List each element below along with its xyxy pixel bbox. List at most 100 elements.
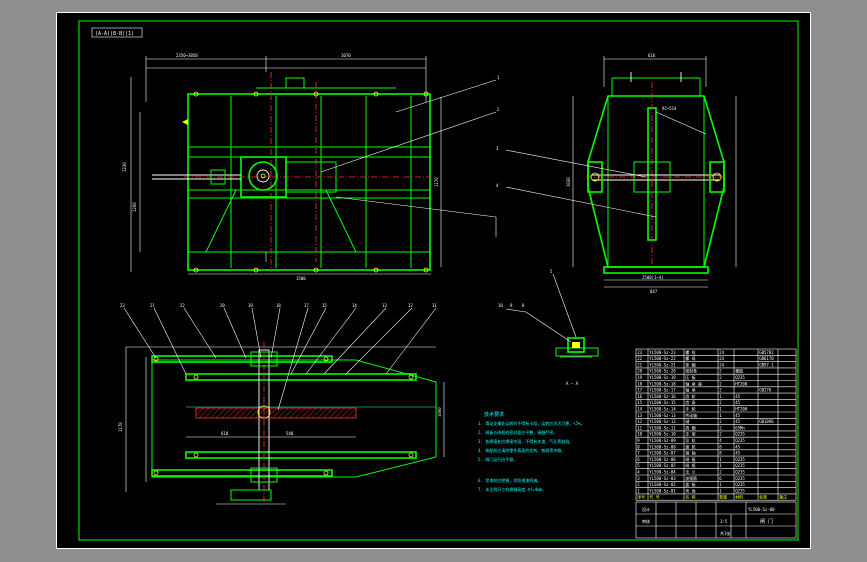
bom-cell: 1 [719,463,722,468]
bom-cell: Q235 [735,375,745,380]
bom-cell: YL500-Sz-08 [649,444,676,449]
bom-cell: 1 [719,407,722,412]
bom-cell: 滚 轮 [685,443,695,449]
top-dim-1: 2350~3050 [176,53,198,58]
bom-cell: 45 [735,413,740,418]
bom-cell: 2 [719,388,722,393]
leader-12: 12 [408,303,413,308]
bom-cell: Q235 [735,432,745,437]
bom-cell: 24 [719,362,724,367]
leader-11: 11 [432,303,437,308]
bom-cell: YL500-Sz-03 [649,476,676,481]
leader-22: 22 [180,303,185,308]
bom-cell: 13 [637,413,642,418]
bom-cell: YL500-Sz-21 [649,362,676,367]
title-review: 审核 [642,518,650,524]
bom-cell: 2 [719,400,722,405]
bom-header-cell: 数量 [719,494,727,500]
leader-23: 23 [120,303,125,308]
bom-cell: 5 [637,463,640,468]
bom-cell: HT200 [735,381,748,386]
bom-cell: 2 [719,470,722,475]
bom-cell: 15 [637,400,642,405]
bom-cell: YL500-Sz-16 [649,394,676,399]
bom-cell: 2 [637,482,640,487]
leader-17: 17 [304,303,309,308]
left-dim-1: 1230 [122,162,127,172]
bom-cell: Q235 [735,470,745,475]
right-dim-1: 1170 [434,177,439,187]
bom-cell: YL500-Sz-07 [649,451,676,456]
bom-header-cell: 名 称 [685,494,695,500]
bom-cell: YL500-Sz-09 [649,438,676,443]
side-top-dim: 616 [648,53,656,58]
bom-cell: 11 [637,425,642,430]
bom-cell: Q235 [735,457,745,462]
side-bottom-dim-1: 2500(1~4) [642,275,664,280]
leader-1: 1 [497,75,500,80]
front-view: 2350~3050 1070 1230 1200 1170 1500 [122,53,500,281]
detail-view: 5 A — A [525,269,599,386]
bom-cell: 6 [637,457,640,462]
bom-cell: 24 [719,350,724,355]
view-label-box [91,27,143,38]
bom-cell: 2 [719,381,722,386]
bom-cell: YL500-Sz-13 [649,413,676,418]
bom-cell: Q235 [735,476,745,481]
bom-cell: GB5782 [759,350,774,355]
bom-cell: 6 [719,476,722,481]
bom-cell: YL500-Sz-10 [649,432,676,437]
lower-dim-3: 540 [286,431,294,436]
bom-cell: GB97.1 [759,362,774,367]
bom-cell: 3 [637,476,640,481]
view-label: (A-A)(B-B)(1) [95,31,134,37]
bom-cell: 23 [637,350,642,355]
bom-cell: 盖 板 [685,481,695,487]
bom-cell: GB276 [759,388,772,393]
left-dim-2: 1200 [132,202,137,212]
bom-cell: YL500-Sz-06 [649,457,676,462]
bom-cell: 24 [719,356,724,361]
side-bottom-dim-2: 847 [650,289,658,294]
bottom-dim: 1500 [296,276,306,281]
bom-cell: 1 [719,394,722,399]
bom-header-cell: 材料 [735,494,743,500]
bom-cell: 17 [637,388,642,393]
bom-cell: 65Mn [735,425,745,430]
title-scale: 1:5 [720,519,728,524]
bom-header-cell: 代 号 [649,494,659,500]
leader-3: 3 [496,146,499,151]
bom-cell: 支 架 [685,431,695,437]
bom-cell: GB1096 [759,419,774,424]
bom-cell: YL500-Sz-04 [649,470,676,475]
bom-cell: 45 [735,451,740,456]
leader-13: 13 [382,303,387,308]
bom-cell: YL500-Sz-22 [649,356,676,361]
bom-cell: 8 [637,444,640,449]
bom-cell: 10 [637,432,642,437]
bom-cell: 橡胶 [735,368,743,374]
bom-cell: 手 轮 [685,406,695,412]
bom-cell: YL500-Sz-18 [649,381,676,386]
bom-cell: Q235 [735,488,745,493]
bom-cell: YL500-Sz-05 [649,463,676,468]
cad-drawing: .g { stroke:#00ff00; fill:none; stroke-w… [56,12,811,549]
lower-dim-1: 1170 [118,422,123,432]
side-mid-dim: 92~514 [662,106,677,111]
bom-cell: 45 [735,400,740,405]
bom-cell: 1 [719,457,722,462]
sheet-outer-border [56,12,811,549]
bom-cell: 1 [719,413,722,418]
bom-cell: 法 兰 [685,469,695,475]
bom-cell: 1 [719,482,722,487]
bom-cell: YL500-Sz-19 [649,375,676,380]
bom-header-cell: 标准 [759,494,767,500]
bom-cell: YL500-Sz-14 [649,407,676,412]
bom-cell: 垫 圈 [685,361,695,367]
leader-9: 9 [510,303,513,308]
bom-cell: 21 [637,362,642,367]
side-left-dim: 1030 [566,177,571,187]
bom-cell: Q235 [735,463,745,468]
bom-cell: 挡 圈 [685,424,695,430]
